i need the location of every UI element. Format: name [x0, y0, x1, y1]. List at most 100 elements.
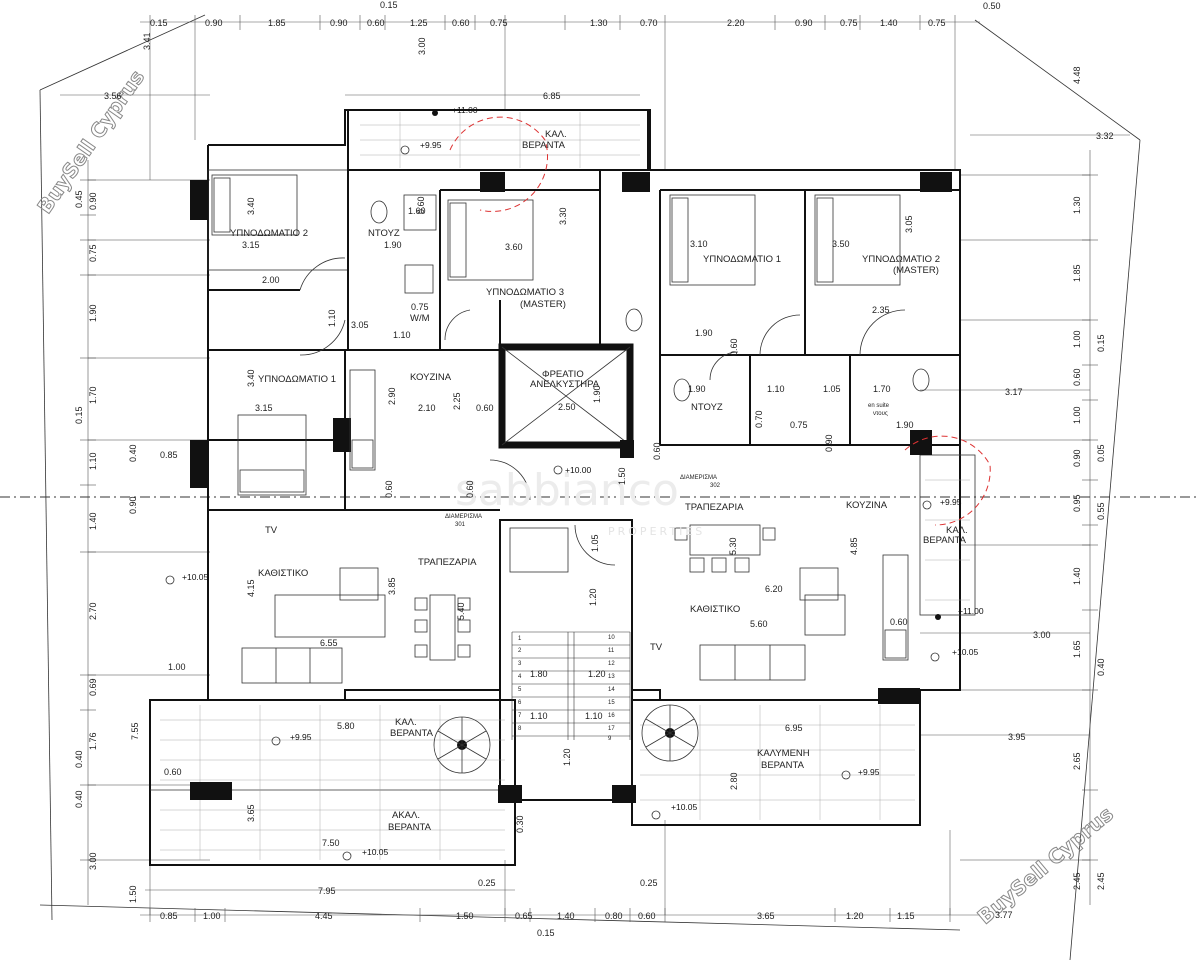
level-1005-right: +10.05 [952, 647, 979, 657]
dimension-label: 1.50 [128, 885, 138, 903]
dimension-label: 0.60 [638, 911, 656, 921]
dimension-label: 0.70 [640, 18, 658, 28]
dimension-label: 3.00 [1033, 630, 1051, 640]
dimension-label: 3.05 [904, 215, 914, 233]
dimension-label: 0.69 [88, 678, 98, 696]
dimension-label: 1.00 [1072, 330, 1082, 348]
dimension-label: 6.20 [765, 584, 783, 594]
dimension-label: 3.10 [690, 239, 708, 249]
dimension-label: 0.55 [1096, 502, 1106, 520]
dimension-label: 1.40 [880, 18, 898, 28]
label-covered-veranda-right: ΚΑΛΥΜΕΝΗ [757, 748, 810, 759]
dimension-label: 2.45 [1072, 872, 1082, 890]
dimension-label: 7.50 [322, 838, 340, 848]
dimension-label: 1.90 [88, 304, 98, 322]
label-top-veranda: ΚΑΛ. [545, 129, 567, 140]
dimension-label: 4.85 [849, 537, 859, 555]
level-1000-center: +10.00 [565, 465, 592, 475]
label-bedroom2-left: ΥΠΝΟΔΩΜΑΤΙΟ 2 [230, 228, 308, 239]
label-bedroom3: ΥΠΝΟΔΩΜΑΤΙΟ 3 [486, 287, 564, 298]
dimension-label: 0.25 [478, 878, 496, 888]
dimension-label: 0.60 [652, 442, 662, 460]
dimension-label: 3.40 [246, 197, 256, 215]
dimension-label: 5.40 [456, 602, 466, 620]
dimension-label: 1.05 [590, 534, 600, 552]
level-1100-top: +11.00 [452, 105, 478, 115]
stair-step-number: 2 [518, 648, 522, 654]
dimension-label: 1.30 [590, 18, 608, 28]
dimension-label: 3.32 [1096, 131, 1114, 141]
dimension-lines [0, 15, 1200, 922]
dimension-label: 2.25 [452, 392, 462, 410]
center-logo-watermark: sabbianco [455, 465, 679, 516]
stair-flight [511, 631, 631, 740]
label-kitchen-right: ΚΟΥΖΙΝΑ [846, 500, 888, 511]
dimension-label: 3.65 [757, 911, 775, 921]
dimension-label: 2.50 [558, 402, 576, 412]
dimension-label: 1.85 [1072, 264, 1082, 282]
label-small-veranda-right: ΚΑΛ. [946, 525, 968, 536]
stair-step-number: 4 [518, 674, 522, 680]
dimension-label: 1.90 [592, 385, 602, 403]
dimension-label: 0.30 [515, 815, 525, 833]
stair-step-number: 17 [608, 726, 615, 732]
dimension-label: 0.75 [490, 18, 508, 28]
dimension-label: 1.40 [1072, 567, 1082, 585]
dimension-label: 0.60 [476, 403, 494, 413]
label-master-left: (MASTER) [520, 299, 566, 310]
label-tv-left: TV [265, 525, 278, 536]
dimension-label: 0.40 [74, 790, 84, 808]
dimension-label: 2.10 [418, 403, 436, 413]
dimension-label: 1.05 [823, 384, 841, 394]
dimension-label: 4.15 [246, 579, 256, 597]
dimension-label: 0.75 [88, 244, 98, 262]
dimension-label: 1.10 [530, 711, 548, 721]
level-1005-bottom-left: +10.05 [362, 847, 389, 857]
label-apt-301-num: 301 [455, 522, 466, 528]
dimension-label: 2.90 [387, 387, 397, 405]
dimension-label: 0.60 [416, 196, 426, 214]
dimension-label: 1.10 [767, 384, 785, 394]
dimension-label: 0.90 [88, 192, 98, 210]
dimension-label: 3.77 [995, 910, 1013, 920]
label-shower-right: ΝΤΟΥΖ [691, 402, 723, 413]
dimension-label: 0.15 [74, 406, 84, 424]
dimension-label: 4.48 [1072, 66, 1082, 84]
label-covered-veranda-right-2: ΒΕΡΑΝΤΑ [761, 760, 805, 771]
dimension-label: 3.50 [832, 239, 850, 249]
dimension-label: 3.17 [1005, 387, 1023, 397]
dimension-label: 2.70 [88, 602, 98, 620]
dimension-label: 1.50 [617, 467, 627, 485]
dimension-label: 0.95 [1072, 494, 1082, 512]
red-arcs [449, 116, 991, 526]
dimension-label: 2.00 [262, 275, 280, 285]
dimension-label: 6.55 [320, 638, 338, 648]
spiral-stair-right [641, 704, 699, 762]
dimension-label: 0.60 [465, 480, 475, 498]
room-labels: ΥΠΝΟΔΩΜΑΤΙΟ 2 ΝΤΟΥΖ ΥΠΝΟΔΩΜΑΤΙΟ 3 (MASTE… [230, 129, 968, 833]
dimension-label: 0.50 [983, 1, 1001, 11]
dimension-label: 0.75 [411, 302, 429, 312]
dimension-label: 1.76 [88, 732, 98, 750]
label-top-veranda-2: ΒΕΡΑΝΤΑ [522, 140, 566, 151]
dimension-label: 3.65 [246, 804, 256, 822]
label-lift-shaft: ΦΡΕΑΤΙΟ [542, 369, 584, 380]
dimension-label: 0.45 [74, 190, 84, 208]
dimensions-top-extra: 0.153.006.853.413.564.483.32 [104, 0, 1114, 141]
furniture [211, 174, 930, 684]
label-bedroom2-right: ΥΠΝΟΔΩΜΑΤΙΟ 2 [862, 254, 940, 265]
dimension-label: 1.00 [203, 911, 221, 921]
label-small-veranda-right-2: ΒΕΡΑΝΤΑ [923, 535, 967, 546]
dimension-label: 2.65 [1072, 752, 1082, 770]
stair-step-number: 5 [518, 687, 522, 693]
veranda-hatch [160, 112, 970, 860]
dimension-label: 3.60 [505, 242, 523, 252]
label-ensuite-2: ντους [873, 411, 888, 417]
dimension-label: 0.75 [790, 420, 808, 430]
label-master-right: (MASTER) [893, 265, 939, 276]
dimension-label: 0.85 [160, 911, 178, 921]
label-veranda-left: ΚΑΛ. [395, 717, 417, 728]
columns [190, 172, 952, 803]
center-logo-subtitle: PROPERTIES [608, 525, 705, 538]
